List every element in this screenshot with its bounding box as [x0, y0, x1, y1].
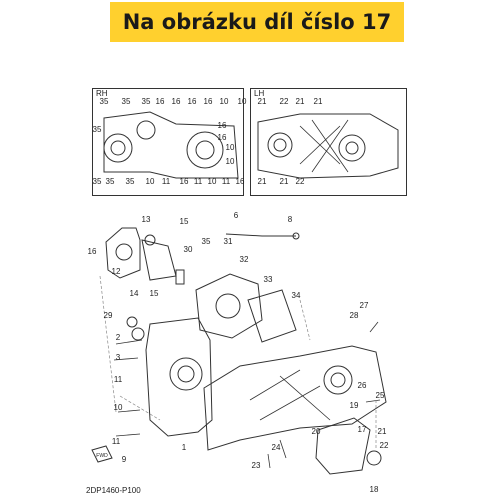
callout-10: 10: [220, 97, 229, 106]
inset-rh-label: RH: [96, 89, 108, 98]
callout-6: 6: [234, 211, 239, 220]
callout-14: 14: [130, 289, 139, 298]
callout-21: 21: [378, 427, 387, 436]
callout-22: 22: [296, 177, 305, 186]
gasket-right: [141, 239, 177, 281]
callout-2: 2: [116, 333, 121, 342]
callout-10: 10: [208, 177, 217, 186]
callout-16: 16: [236, 177, 245, 186]
bearings-left: [126, 316, 145, 341]
callout-1: 1: [182, 443, 187, 452]
callout-11: 11: [162, 177, 171, 186]
callout-31: 31: [224, 237, 233, 246]
breather-pipe: [225, 232, 300, 240]
fwd-label: FWD: [96, 453, 108, 459]
callout-18: 18: [370, 485, 379, 494]
callout-12: 12: [112, 267, 121, 276]
part-number-banner: Na obrázku díl číslo 17: [110, 2, 404, 42]
dashed-leader-lines: [99, 275, 377, 450]
callout-19: 19: [350, 401, 359, 410]
banner-text: Na obrázku díl číslo 17: [122, 10, 392, 34]
callout-30: 30: [184, 245, 193, 254]
callout-21: 21: [314, 97, 323, 106]
callout-22: 22: [380, 441, 389, 450]
callout-35: 35: [100, 97, 109, 106]
callout-25: 25: [376, 391, 385, 400]
callout-16: 16: [218, 133, 227, 142]
callout-35: 35: [106, 177, 115, 186]
callout-21: 21: [296, 97, 305, 106]
callout-3: 3: [116, 353, 121, 362]
gasket-middle: [247, 289, 297, 343]
callout-10: 10: [226, 143, 235, 152]
callout-35: 35: [142, 97, 151, 106]
callout-16: 16: [204, 97, 213, 106]
callout-13: 13: [142, 215, 151, 224]
callout-11: 11: [112, 437, 121, 446]
lh-crankcase-sketch: [257, 113, 399, 179]
callout-16: 16: [172, 97, 181, 106]
callout-22: 22: [280, 97, 289, 106]
callout-35: 35: [93, 177, 102, 186]
oil-seal-lower: [366, 450, 382, 466]
inset-left-hand: LH: [250, 88, 407, 196]
callout-27: 27: [360, 301, 369, 310]
callout-15: 15: [180, 217, 189, 226]
oil-level-sensor: [175, 269, 185, 285]
callout-10: 10: [114, 403, 123, 412]
callout-17: 17: [358, 425, 367, 434]
callout-23: 23: [252, 461, 261, 470]
callout-10: 10: [146, 177, 155, 186]
callout-20: 20: [312, 427, 321, 436]
crankcase-half-left: [203, 345, 387, 451]
bolts-and-pins: [113, 321, 381, 469]
oil-seal: [144, 234, 156, 246]
callout-34: 34: [292, 291, 301, 300]
callout-16: 16: [218, 121, 227, 130]
crankcase-middle-cover: [195, 273, 263, 339]
callout-21: 21: [258, 177, 267, 186]
fwd-arrow-icon: [91, 445, 113, 463]
callout-15: 15: [150, 289, 159, 298]
callout-35: 35: [202, 237, 211, 246]
cover-plate-lower: [315, 417, 371, 475]
callout-35: 35: [122, 97, 131, 106]
crankcase-half-right: [145, 317, 213, 437]
callout-10: 10: [238, 97, 247, 106]
callout-16: 16: [88, 247, 97, 256]
callout-9: 9: [122, 455, 127, 464]
callout-26: 26: [358, 381, 367, 390]
callout-28: 28: [350, 311, 359, 320]
callout-24: 24: [272, 443, 281, 452]
callout-21: 21: [280, 177, 289, 186]
callout-10: 10: [226, 157, 235, 166]
diagram-code: 2DP1460-P100: [86, 486, 141, 495]
crankcase-right-cover: [105, 227, 141, 279]
callout-16: 16: [180, 177, 189, 186]
callout-8: 8: [288, 215, 293, 224]
callout-29: 29: [104, 311, 113, 320]
callout-16: 16: [156, 97, 165, 106]
callout-11: 11: [114, 375, 123, 384]
rh-crankcase-cover-sketch: [103, 111, 239, 179]
callout-35: 35: [93, 125, 102, 134]
callout-35: 35: [126, 177, 135, 186]
inset-lh-label: LH: [254, 89, 265, 98]
callout-33: 33: [264, 275, 273, 284]
callout-21: 21: [258, 97, 267, 106]
callout-11: 11: [222, 177, 231, 186]
callout-11: 11: [194, 177, 203, 186]
callout-32: 32: [240, 255, 249, 264]
callout-16: 16: [188, 97, 197, 106]
